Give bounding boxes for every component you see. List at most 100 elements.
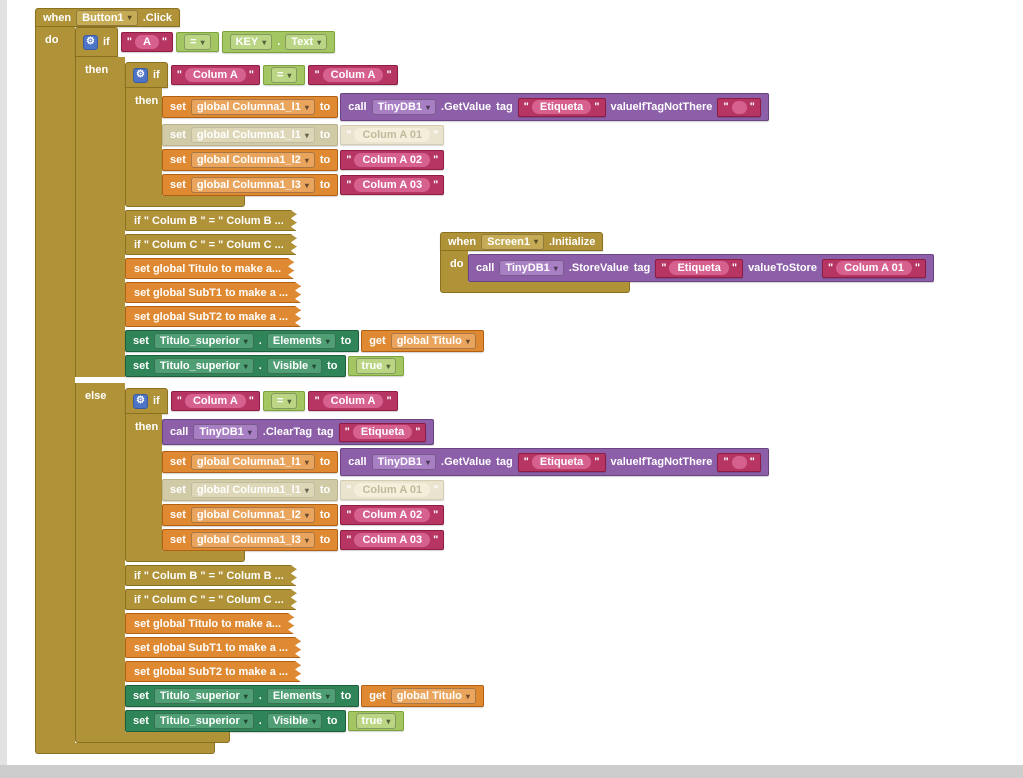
set-variable-row[interactable]: set global Columna1_l1 to call TinyDB1: [162, 448, 769, 476]
text-string-value[interactable]: [731, 100, 747, 114]
mutator-gear-icon[interactable]: ⚙: [83, 34, 98, 50]
set-variable-row[interactable]: set global Columna1_l2 to Colum A 02: [162, 504, 445, 526]
set-variable-block[interactable]: set global Columna1_l3 to: [162, 174, 339, 196]
when-screen-initialize-block[interactable]: when Screen1 .Initialize do call TinyDB1…: [440, 232, 935, 293]
set-variable-row[interactable]: set global Columna1_l2 to Colum A 02: [162, 149, 445, 171]
text-string-value[interactable]: Colum A: [184, 68, 246, 82]
if-header[interactable]: ⚙ if: [75, 27, 118, 57]
component-dropdown[interactable]: Titulo_superior: [153, 333, 254, 349]
collapsed-set-block[interactable]: set global Titulo to make a...: [125, 613, 294, 634]
set-variable-block[interactable]: set global Columna1_l1 to: [162, 451, 339, 473]
compare-block[interactable]: =: [262, 391, 306, 411]
empty-text-block[interactable]: [717, 452, 761, 472]
logic-true-block[interactable]: true: [347, 356, 405, 376]
component-dropdown[interactable]: Titulo_superior: [153, 688, 254, 704]
component-dropdown[interactable]: TinyDB1: [371, 99, 437, 115]
set-property-row[interactable]: set Titulo_superior . Elements to get gl…: [125, 330, 484, 352]
text-string-value[interactable]: Colum A 02: [354, 508, 431, 522]
set-variable-block[interactable]: set global Columna1_l1 to: [162, 96, 339, 118]
variable-dropdown[interactable]: global Columna1_l1: [190, 482, 315, 498]
text-string-value[interactable]: Colum A: [322, 68, 384, 82]
text-string-block[interactable]: Colum A 03: [340, 175, 445, 195]
variable-dropdown[interactable]: global Columna1_l1: [190, 127, 315, 143]
collapsed-set-block[interactable]: set global Titulo to make a...: [125, 258, 294, 279]
text-string-block[interactable]: Colum A 02: [340, 150, 445, 170]
call-method-row[interactable]: call TinyDB1 .ClearTag tag Etiqueta: [162, 419, 435, 445]
operator-dropdown[interactable]: =: [270, 393, 298, 409]
set-variable-block[interactable]: set global Columna1_l3 to: [162, 529, 339, 551]
text-string-block[interactable]: Colum A 02: [340, 505, 445, 525]
text-string-block[interactable]: Colum A: [170, 65, 260, 85]
text-string-block-disabled[interactable]: Colum A 01: [340, 125, 445, 145]
text-string-value[interactable]: Colum A 02: [354, 153, 431, 167]
set-property-row[interactable]: set Titulo_superior . Visible to true: [125, 710, 405, 732]
operator-dropdown[interactable]: =: [270, 67, 298, 83]
mutator-gear-icon[interactable]: ⚙: [133, 393, 148, 409]
variable-dropdown[interactable]: global Columna1_l3: [190, 177, 315, 193]
property-dropdown[interactable]: Elements: [266, 688, 336, 704]
set-variable-block[interactable]: set global Columna1_l2 to: [162, 149, 339, 171]
text-string-value[interactable]: Etiqueta: [352, 425, 413, 439]
text-string-block[interactable]: Colum A: [308, 65, 398, 85]
component-dropdown[interactable]: Titulo_superior: [153, 358, 254, 374]
text-string-block[interactable]: Etiqueta: [338, 422, 427, 442]
text-string-block[interactable]: Etiqueta: [517, 97, 606, 117]
text-string-value[interactable]: Colum A 01: [836, 261, 912, 275]
collapsed-set-block[interactable]: set global SubT1 to make a ...: [125, 637, 301, 658]
text-string-value[interactable]: Etiqueta: [531, 455, 592, 469]
component-dropdown[interactable]: Screen1: [481, 233, 544, 250]
variable-dropdown[interactable]: global Columna1_l3: [190, 532, 315, 548]
text-string-value[interactable]: Colum A: [322, 394, 384, 408]
collapsed-set-block[interactable]: set global SubT1 to make a ...: [125, 282, 301, 303]
variable-dropdown[interactable]: global Columna1_l1: [190, 99, 315, 115]
component-dropdown[interactable]: Titulo_superior: [153, 713, 254, 729]
variable-dropdown[interactable]: global Titulo: [390, 688, 476, 704]
set-variable-block[interactable]: set global Columna1_l2 to: [162, 504, 339, 526]
set-variable-block-disabled[interactable]: set global Columna1_l1 to: [162, 124, 339, 146]
text-string-value[interactable]: Etiqueta: [531, 100, 592, 114]
text-string-block[interactable]: Colum A: [170, 391, 260, 411]
set-property-row[interactable]: set Titulo_superior . Elements to get gl…: [125, 685, 484, 707]
set-variable-row[interactable]: set global Columna1_l1 to call TinyDB1: [162, 93, 769, 121]
call-method-row[interactable]: call TinyDB1 .StoreValue tag Etiqueta va…: [468, 254, 935, 282]
property-dropdown[interactable]: Text: [285, 34, 328, 50]
set-property-block[interactable]: set Titulo_superior . Visible to: [125, 710, 346, 732]
empty-text-block[interactable]: [717, 97, 761, 117]
property-dropdown[interactable]: Visible: [266, 358, 323, 374]
outer-if-else-block[interactable]: ⚙ if A = KEY . Text: [75, 27, 769, 743]
component-dropdown[interactable]: TinyDB1: [193, 424, 258, 440]
set-variable-row[interactable]: set global Columna1_l3 to Colum A 03: [162, 529, 445, 551]
set-variable-row-disabled[interactable]: set global Columna1_l1 to Colum A 01: [162, 124, 445, 146]
logic-true-block[interactable]: true: [347, 711, 405, 731]
set-property-row[interactable]: set Titulo_superior . Visible to true: [125, 355, 405, 377]
text-string-block[interactable]: Colum A: [308, 391, 398, 411]
component-dropdown[interactable]: KEY: [229, 34, 273, 50]
text-string-value[interactable]: Etiqueta: [669, 261, 729, 275]
compare-block[interactable]: =: [262, 65, 306, 85]
compare-block[interactable]: =: [176, 32, 219, 52]
horizontal-scrollbar[interactable]: [0, 765, 1023, 778]
mutator-gear-icon[interactable]: ⚙: [133, 67, 148, 83]
operator-dropdown[interactable]: =: [184, 34, 211, 50]
logic-value-dropdown[interactable]: true: [355, 358, 397, 374]
collapsed-set-block[interactable]: set global SubT2 to make a ...: [125, 661, 301, 682]
component-dropdown[interactable]: TinyDB1: [371, 454, 437, 470]
text-string-block[interactable]: Colum A 01: [821, 258, 927, 278]
tinydb-cleartag-block[interactable]: call TinyDB1 .ClearTag tag Etiqueta: [162, 419, 435, 445]
component-dropdown[interactable]: Button1: [76, 9, 138, 26]
set-variable-block-disabled[interactable]: set global Columna1_l1 to: [162, 479, 339, 501]
text-string-block[interactable]: Colum A 03: [340, 530, 445, 550]
collapsed-set-block[interactable]: set global SubT2 to make a ...: [125, 306, 301, 327]
component-dropdown[interactable]: TinyDB1: [499, 260, 564, 276]
variable-dropdown[interactable]: global Titulo: [390, 333, 476, 349]
if-header[interactable]: ⚙ if: [125, 62, 168, 88]
text-string-value[interactable]: [731, 455, 747, 469]
set-property-block[interactable]: set Titulo_superior . Elements to: [125, 330, 360, 352]
text-string-block-disabled[interactable]: Colum A 01: [340, 480, 445, 500]
when-button-click-block[interactable]: when Button1 .Click do ⚙ if A =: [35, 8, 769, 754]
event-block-header[interactable]: when Button1 .Click: [35, 8, 181, 27]
collapsed-if-block[interactable]: if " Colum B " = " Colum B ...: [125, 565, 297, 586]
logic-value-dropdown[interactable]: true: [355, 713, 397, 729]
component-property-getter-block[interactable]: KEY . Text: [221, 31, 336, 53]
